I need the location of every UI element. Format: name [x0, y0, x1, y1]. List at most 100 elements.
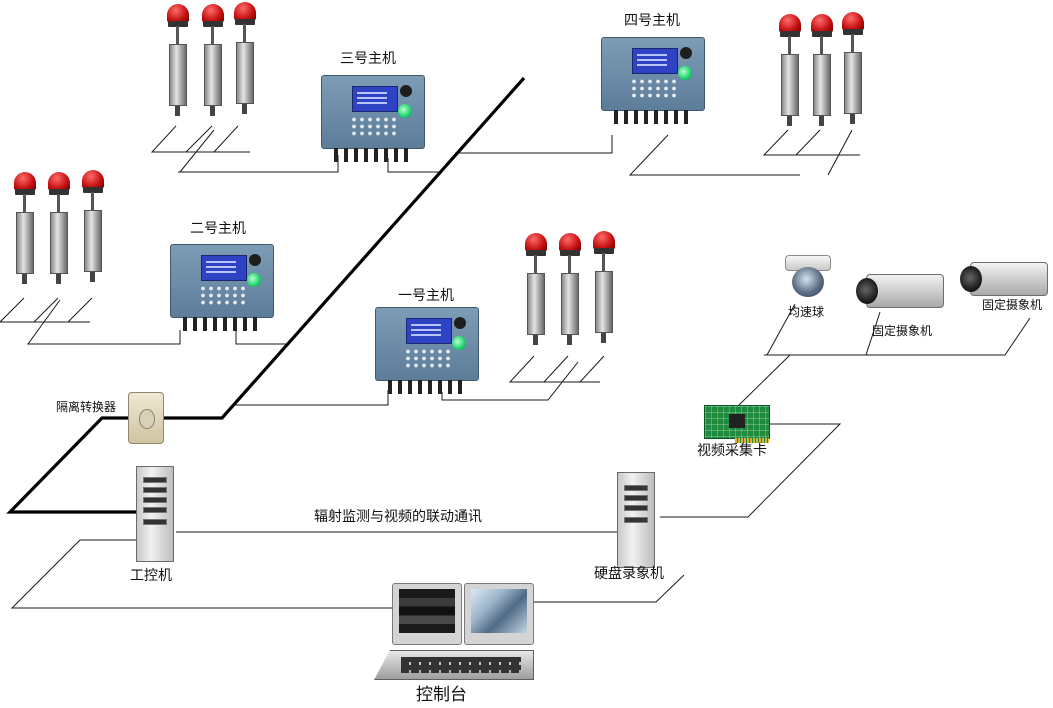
alarm-beacon-icon — [811, 14, 833, 37]
wire — [827, 129, 853, 176]
host4-controller — [601, 37, 705, 124]
host3-controller — [321, 75, 425, 162]
radiation-sensor — [202, 4, 224, 124]
hard-disk-recorder — [617, 472, 655, 568]
wire — [543, 355, 569, 383]
speed-dome-camera — [785, 255, 831, 299]
wire — [628, 134, 800, 176]
host3-keypad — [350, 116, 400, 138]
wire — [578, 355, 605, 383]
dome-camera-label: 均速球 — [788, 305, 825, 319]
host3-status-led-icon — [398, 104, 412, 118]
console-monitor-right — [464, 583, 534, 645]
wire — [212, 125, 239, 153]
console-monitor-left — [392, 583, 462, 645]
wire — [660, 423, 842, 518]
host2-knob-icon — [249, 254, 261, 266]
alarm-beacon-icon — [779, 14, 801, 37]
wire — [10, 539, 404, 609]
radiation-sensor — [559, 233, 581, 353]
alarm-beacon-icon — [559, 233, 581, 256]
wire — [455, 135, 613, 154]
alarm-beacon-icon — [525, 233, 547, 256]
host1-lcd — [406, 318, 452, 344]
fixed-camera-2-label: 固定摄象机 — [982, 298, 1043, 312]
isolator-label: 隔离转换器 — [56, 400, 117, 414]
monitoring-screen — [399, 589, 455, 633]
wire — [235, 330, 288, 345]
alarm-beacon-icon — [842, 12, 864, 35]
link-label: 辐射监测与视频的联动通讯 — [314, 509, 482, 525]
wire — [232, 390, 389, 406]
fixed-camera — [960, 260, 1048, 298]
console-keyboard-icon — [401, 657, 521, 673]
video-capture-card — [704, 405, 770, 443]
dome-ball-icon — [792, 267, 824, 297]
radiation-sensor — [14, 172, 36, 292]
wire — [441, 361, 579, 401]
radiation-sensor — [48, 172, 70, 292]
radiation-sensor — [811, 14, 833, 134]
camera-lens-icon — [960, 266, 982, 292]
host3-lcd — [352, 86, 398, 112]
alarm-beacon-icon — [14, 172, 36, 195]
wire — [67, 297, 93, 323]
radiation-sensor — [167, 4, 189, 124]
host1-label: 一号主机 — [398, 288, 454, 304]
wire — [387, 158, 440, 173]
host2-keypad — [199, 285, 249, 307]
radiation-sensor — [234, 2, 256, 122]
wire — [795, 129, 821, 156]
dvr-label: 硬盘录象机 — [594, 566, 664, 582]
wire — [764, 317, 1031, 356]
wire — [534, 574, 685, 603]
host1-keypad — [404, 348, 454, 370]
wire — [33, 297, 59, 323]
host4-keypad — [630, 78, 680, 100]
backbone-cable — [6, 76, 526, 514]
wire — [737, 354, 792, 407]
wire — [0, 297, 90, 323]
card-chip — [729, 414, 745, 428]
wire — [766, 303, 796, 356]
radiation-sensor — [779, 14, 801, 134]
fixed-camera-1-label: 固定摄象机 — [872, 324, 933, 338]
host2-label: 二号主机 — [190, 221, 246, 237]
host4-lcd — [632, 48, 678, 74]
radiation-sensor — [82, 170, 104, 290]
host2-lcd — [201, 255, 247, 281]
console-label: 控制台 — [416, 685, 467, 705]
fixed-camera — [856, 272, 944, 310]
card-edge-connector — [735, 438, 769, 443]
wire — [150, 125, 250, 153]
ipc-label: 工控机 — [130, 568, 172, 584]
host1-controller — [375, 307, 479, 394]
radiation-sensor — [593, 231, 615, 351]
host4-status-led-icon — [678, 66, 692, 80]
host4-label: 四号主机 — [624, 13, 680, 29]
radiation-sensor — [525, 233, 547, 353]
host1-status-led-icon — [452, 336, 466, 350]
wire — [179, 129, 215, 173]
host1-knob-icon — [454, 317, 466, 329]
wire — [865, 311, 881, 356]
alarm-beacon-icon — [202, 4, 224, 27]
host2-controller — [170, 244, 274, 331]
alarm-beacon-icon — [48, 172, 70, 195]
wire — [178, 155, 339, 173]
converter-port-icon — [139, 409, 155, 429]
host4-cable-plugs — [614, 110, 694, 124]
host3-cable-plugs — [334, 148, 414, 162]
radiation-sensor — [842, 12, 864, 132]
host4-knob-icon — [680, 47, 692, 59]
capture-card-label: 视频采集卡 — [697, 443, 767, 459]
wire — [762, 129, 860, 156]
wire — [508, 355, 580, 383]
host3-knob-icon — [400, 85, 412, 97]
wire — [185, 125, 213, 153]
camera-lens-icon — [856, 278, 878, 304]
host1-cable-plugs — [388, 380, 468, 394]
alarm-beacon-icon — [234, 2, 256, 25]
